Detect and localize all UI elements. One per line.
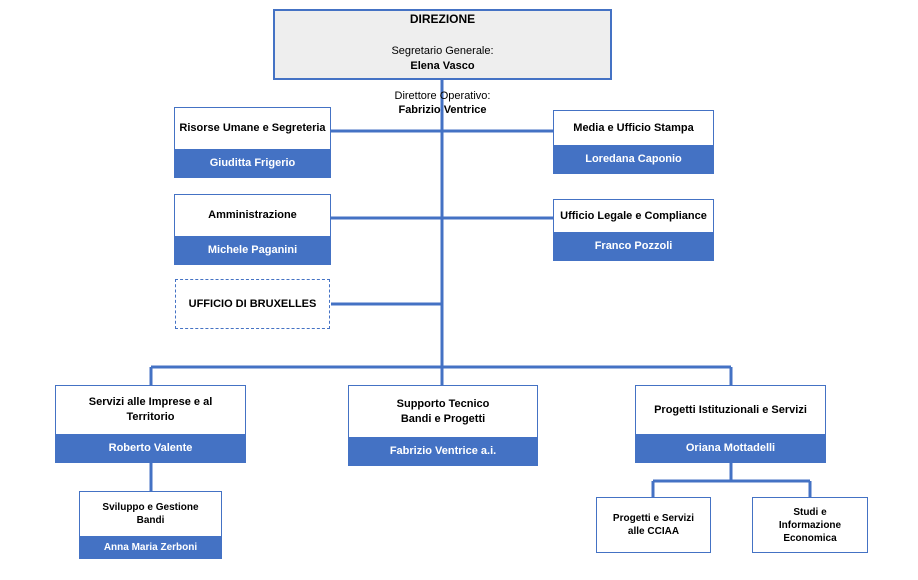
legale-box: Ufficio Legale e Compliance Franco Pozzo… (553, 199, 714, 261)
legale-name: Franco Pozzoli (554, 232, 713, 260)
sviluppo-bandi-box: Sviluppo e Gestione Bandi Anna Maria Zer… (79, 491, 222, 559)
bruxelles-title: UFFICIO DI BRUXELLES (188, 297, 317, 310)
supporto-tecnico-title: Supporto Tecnico Bandi e Progetti (396, 397, 490, 425)
studi-informazione-box: Studi e Informazione Economica (752, 497, 868, 553)
media-title: Media e Ufficio Stampa (573, 121, 694, 134)
amministrazione-title: Amministrazione (208, 209, 297, 222)
progetti-istituzionali-box: Progetti Istituzionali e Servizi Oriana … (635, 385, 826, 463)
amministrazione-box: Amministrazione Michele Paganini (174, 194, 331, 265)
studi-informazione-title: Studi e Informazione Economica (778, 506, 842, 544)
bruxelles-box: UFFICIO DI BRUXELLES (175, 279, 330, 329)
direttore-name: Fabrizio Ventrice (398, 104, 487, 117)
risorse-umane-box: Risorse Umane e Segreteria Giuditta Frig… (174, 107, 331, 178)
sviluppo-bandi-title: Sviluppo e Gestione Bandi (102, 502, 199, 526)
servizi-imprese-name: Roberto Valente (56, 434, 245, 462)
media-box: Media e Ufficio Stampa Loredana Caponio (553, 110, 714, 174)
progetti-istituzionali-title: Progetti Istituzionali e Servizi (654, 403, 807, 416)
progetti-cciaa-box: Progetti e Servizi alle CCIAA (596, 497, 711, 553)
progetti-cciaa-title: Progetti e Servizi alle CCIAA (612, 513, 695, 537)
servizi-imprese-title: Servizi alle Imprese e al Territorio (88, 396, 213, 423)
segretario-label: Segretario Generale: (391, 45, 494, 58)
supporto-tecnico-box: Supporto Tecnico Bandi e Progetti Fabriz… (348, 385, 538, 466)
direzione-box: DIREZIONE Segretario Generale: Elena Vas… (273, 9, 612, 116)
amministrazione-name: Michele Paganini (175, 236, 330, 264)
direzione-title: DIREZIONE (409, 12, 476, 26)
supporto-tecnico-name: Fabrizio Ventrice a.i. (349, 437, 537, 465)
progetti-istituzionali-name: Oriana Mottadelli (636, 434, 825, 462)
risorse-umane-name: Giuditta Frigerio (175, 149, 330, 177)
risorse-umane-title: Risorse Umane e Segreteria (179, 122, 326, 135)
servizi-imprese-box: Servizi alle Imprese e al Territorio Rob… (55, 385, 246, 463)
direttore-label: Direttore Operativo: (394, 89, 491, 102)
segretario-name: Elena Vasco (410, 59, 475, 72)
sviluppo-bandi-name: Anna Maria Zerboni (80, 536, 221, 558)
legale-title: Ufficio Legale e Compliance (560, 209, 707, 222)
media-name: Loredana Caponio (554, 145, 713, 173)
